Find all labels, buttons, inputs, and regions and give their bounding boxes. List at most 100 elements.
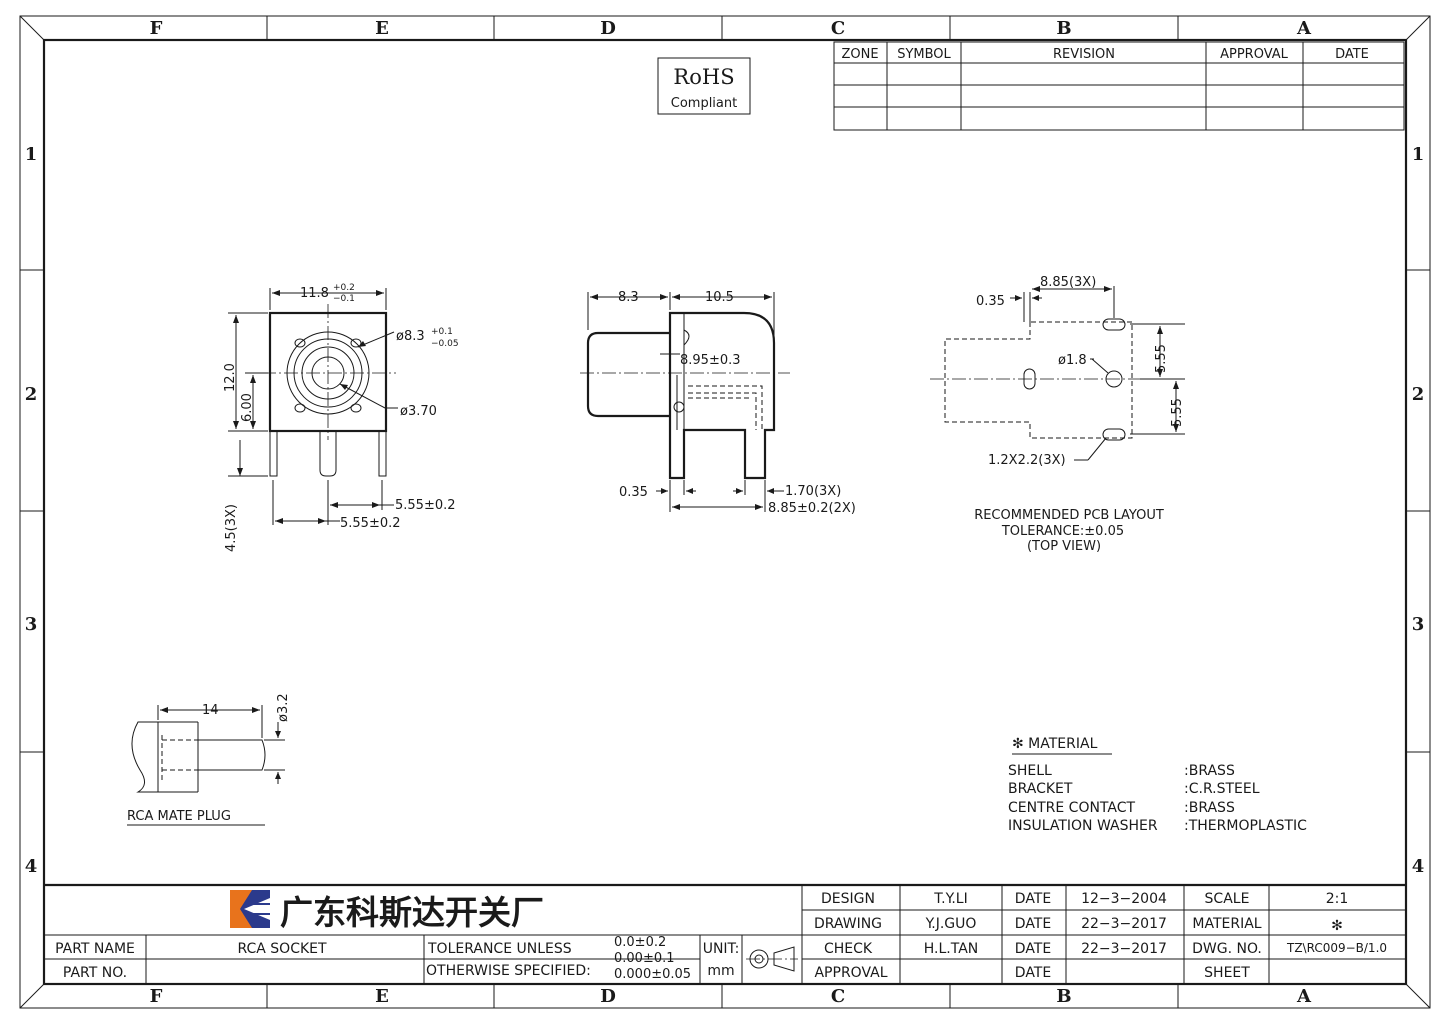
material-value: :BRASS (1184, 763, 1235, 779)
zone-col-top: E (375, 18, 389, 39)
dim-pcb-hole: ø1.8 (1058, 353, 1087, 368)
dwg-no-label: DWG. NO. (1192, 941, 1262, 957)
plug-caption: RCA MATE PLUG (127, 809, 231, 824)
date-label: DATE (1015, 891, 1051, 907)
dim-pcb-pitch-down: 5.55 (1170, 398, 1185, 427)
projection-symbol-icon (746, 946, 798, 972)
dim-plug-length: 14 (202, 703, 219, 718)
dim-plug-dia: ø3.2 (276, 693, 291, 722)
dim-center-height: 6.00 (240, 393, 255, 422)
zone-letters: F E D C B A F E D C B A 1 2 3 4 1 2 3 4 (25, 18, 1425, 1007)
material-value: :C.R.STEEL (1184, 781, 1260, 797)
drawing-date: 22−3−2017 (1081, 916, 1167, 932)
zone-row-left: 4 (25, 856, 38, 877)
design-name: T.Y.LI (933, 891, 967, 907)
drawing-frame (19, 15, 1431, 1009)
part-name-label: PART NAME (55, 941, 135, 957)
tolerance-value-1: 0.0±0.2 (614, 935, 666, 950)
dim-pcb-slot: 1.2X2.2(3X) (988, 453, 1066, 468)
zone-col-bottom: F (150, 986, 163, 1007)
revision-header-revision: REVISION (1053, 47, 1115, 62)
drawing-label: DRAWING (814, 916, 882, 932)
zone-col-bottom: A (1296, 986, 1312, 1007)
material-title: ✻ MATERIAL (1012, 736, 1098, 752)
dim-pin-width: 1.70(3X) (785, 484, 841, 499)
dim-pitch-a: 5.55±0.2 (395, 498, 456, 513)
date-label: DATE (1015, 965, 1051, 981)
dim-front-len: 8.3 (618, 290, 639, 305)
dwg-no-value: TZ\RC009−B/1.0 (1286, 941, 1387, 955)
material-part: BRACKET (1008, 781, 1073, 797)
zone-row-left: 1 (25, 144, 38, 165)
dim-pin-length: 4.5(3X) (224, 504, 239, 552)
design-date: 12−3−2004 (1081, 891, 1167, 907)
dim-pcb-spacing: 8.85(3X) (1040, 275, 1096, 290)
tolerance-line-1: TOLERANCE UNLESS (427, 941, 572, 957)
approval-label: APPROVAL (814, 965, 887, 981)
check-date: 22−3−2017 (1081, 941, 1167, 957)
dim-shell-thk: 0.35 (619, 485, 648, 500)
company-logo-icon (230, 890, 270, 928)
rohs-badge: RoHS Compliant (657, 57, 751, 115)
revision-header-symbol: SYMBOL (897, 47, 951, 62)
pcb-caption-title: RECOMMENDED PCB LAYOUT (974, 508, 1164, 523)
dim-width: 11.8 (300, 286, 329, 301)
part-no-label: PART NO. (63, 965, 127, 981)
zone-col-bottom: E (375, 986, 389, 1007)
dim-outer-dia-tol-upper: +0.1 (431, 327, 453, 337)
zone-col-top: D (600, 18, 616, 39)
material-list: ✻ MATERIAL SHELL :BRASS BRACKET :C.R.STE… (1008, 736, 1307, 834)
side-view: 8.3 10.5 8.95±0.3 0.35 1.70(3X) 8.85±0.2… (580, 290, 856, 516)
date-label: DATE (1015, 916, 1051, 932)
design-label: DESIGN (821, 891, 875, 907)
zone-row-right: 4 (1412, 856, 1425, 877)
zone-col-top: B (1056, 18, 1071, 39)
zone-col-bottom: C (831, 986, 845, 1007)
zone-col-bottom: B (1056, 986, 1071, 1007)
unit-label: UNIT: (703, 941, 740, 957)
zone-row-right: 3 (1412, 614, 1425, 635)
zone-col-top: A (1296, 18, 1312, 39)
material-part: SHELL (1008, 763, 1052, 779)
dim-inner-dia: ø3.70 (400, 404, 437, 419)
zone-row-left: 2 (25, 384, 38, 405)
zone-col-top: C (831, 18, 845, 39)
rohs-subtitle: Compliant (671, 96, 737, 111)
dim-pcb-pitch-up: 5.55 (1154, 344, 1169, 373)
dim-height: 12.0 (223, 363, 238, 392)
revision-header-date: DATE (1335, 47, 1369, 62)
part-name-value: RCA SOCKET (237, 941, 327, 957)
sheet-label: SHEET (1204, 965, 1250, 981)
zone-row-left: 3 (25, 614, 38, 635)
material-part: INSULATION WASHER (1008, 818, 1158, 834)
tolerance-value-3: 0.000±0.05 (614, 967, 691, 982)
check-label: CHECK (824, 941, 873, 957)
revision-header-approval: APPROVAL (1220, 47, 1289, 62)
unit-value: mm (707, 963, 734, 979)
scale-label: SCALE (1205, 891, 1250, 907)
material-part: CENTRE CONTACT (1008, 800, 1136, 816)
rohs-title: RoHS (673, 65, 734, 89)
revision-table: ZONE SYMBOL REVISION APPROVAL DATE (833, 41, 1405, 131)
dim-outer-dia-tol-lower: −0.05 (431, 339, 459, 349)
material-value: :THERMOPLASTIC (1184, 818, 1307, 834)
dim-pitch-b: 5.55±0.2 (340, 516, 401, 531)
drawing-name: Y.J.GUO (925, 916, 977, 932)
pcb-caption-view: (TOP VIEW) (1027, 539, 1101, 554)
title-block: 广东科斯达开关厂 PART NAME RCA SOCKET PART NO. T… (44, 883, 1406, 984)
pcb-layout: 8.85(3X) 0.35 ø1.8 5.55 5.55 1.2X2.2(3X)… (930, 275, 1185, 554)
front-view: 11.8 +0.2 −0.1 ø8.3 +0.1 −0.05 ø3.70 12.… (223, 283, 459, 552)
zone-col-bottom: D (600, 986, 616, 1007)
dim-pin-spacing: 8.85±0.2(2X) (768, 501, 856, 516)
check-name: H.L.TAN (924, 941, 979, 957)
zone-row-right: 1 (1412, 144, 1425, 165)
zone-col-top: F (150, 18, 163, 39)
date-label: DATE (1015, 941, 1051, 957)
dim-width-tol-upper: +0.2 (333, 283, 355, 293)
tolerance-line-2: OTHERWISE SPECIFIED: (426, 963, 591, 979)
material-value: :BRASS (1184, 800, 1235, 816)
tolerance-value-2: 0.00±0.1 (614, 951, 675, 966)
revision-header-zone: ZONE (841, 47, 878, 62)
company-name: 广东科斯达开关厂 (280, 893, 544, 932)
